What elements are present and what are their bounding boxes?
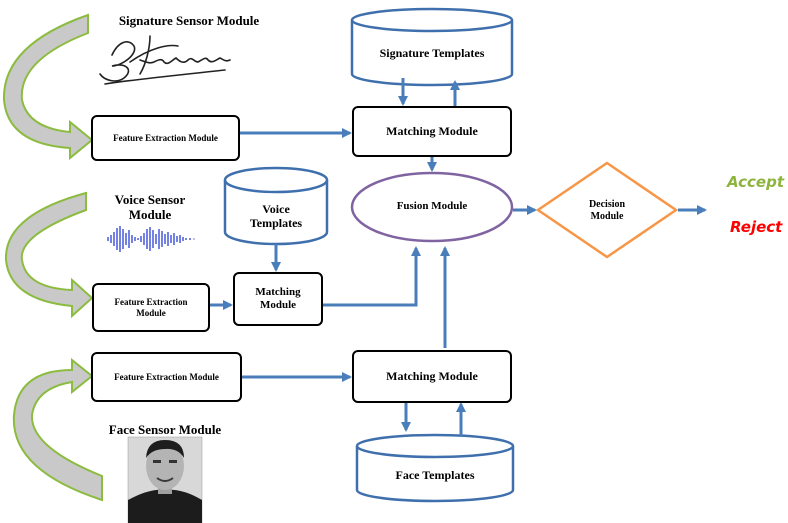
arrow-matching2-to-fusion <box>323 246 421 307</box>
signature-sensor-curved-arrow <box>2 13 94 161</box>
voice-templates-label: Voice Templates <box>249 202 303 230</box>
decision-module-label: Decision Module <box>588 199 626 222</box>
matching-module-signature: Matching Module <box>352 106 512 157</box>
voice-templates-cylinder <box>223 166 329 246</box>
feature-extraction-module-signature: Feature Extraction Module <box>91 115 240 161</box>
waveform-image <box>107 226 195 252</box>
face-templates-label: Face Templates <box>395 468 475 482</box>
signature-sensor-label: Signature Sensor Module <box>118 13 260 28</box>
matching-module-face: Matching Module <box>352 350 512 403</box>
accept-label: Accept <box>727 173 785 191</box>
voice-sensor-label: Voice Sensor Module <box>114 192 186 222</box>
face-photo <box>127 436 203 523</box>
signature-templates-cylinder <box>350 7 514 87</box>
feature-extraction-module-face: Feature Extraction Module <box>91 352 242 402</box>
reject-label: Reject <box>730 218 783 236</box>
fusion-module-ellipse <box>350 171 514 243</box>
fusion-module-label: Fusion Module <box>396 200 468 212</box>
signature-templates-label: Signature Templates <box>379 46 485 60</box>
face-sensor-curved-arrow <box>12 357 103 502</box>
decision-module-diamond <box>535 161 679 259</box>
feature-extraction-module-voice: Feature Extraction Module <box>92 283 210 332</box>
matching-module-voice: Matching Module <box>233 272 323 326</box>
face-templates-cylinder <box>355 433 515 503</box>
voice-sensor-curved-arrow <box>4 191 94 319</box>
face-sensor-label: Face Sensor Module <box>108 422 222 437</box>
signature-image <box>99 35 231 85</box>
